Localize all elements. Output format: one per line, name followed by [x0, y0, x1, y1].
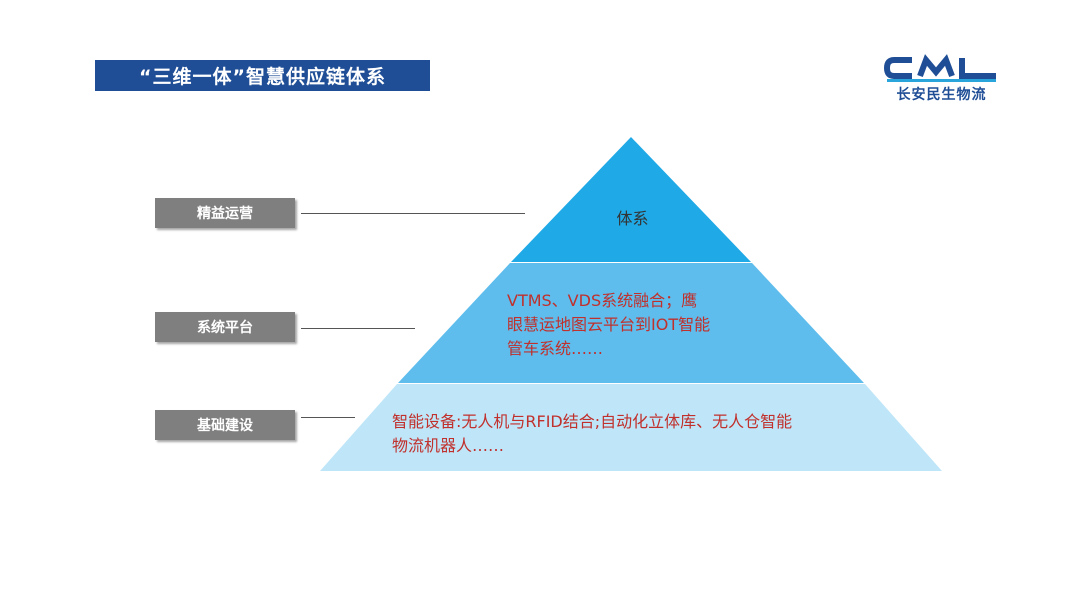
label-infrastructure: 基础建设 — [155, 410, 295, 440]
cml-logo-mark-icon — [884, 54, 996, 82]
tier-base-line: 智能设备:无人机与RFID结合;自动化立体库、无人仓智能 — [392, 412, 793, 431]
label-lean-operations: 精益运营 — [155, 198, 295, 228]
pyramid-tier-middle — [398, 263, 864, 383]
connector-line — [301, 213, 525, 214]
label-system-platform: 系统平台 — [155, 312, 295, 342]
tier-middle-line: 眼慧运地图云平台到IOT智能 — [507, 315, 711, 334]
tier-middle-line: 管车系统…… — [507, 339, 604, 358]
pyramid-tier-base — [320, 384, 942, 471]
tier-top-text: 体系 — [616, 209, 649, 228]
pyramid-tier-top — [511, 137, 751, 262]
tier-base-line: 物流机器人…… — [392, 436, 505, 455]
connector-line — [301, 417, 355, 418]
tier-middle-line: VTMS、VDS系统融合；鹰 — [507, 291, 698, 310]
company-name: 长安民生物流 — [896, 87, 987, 103]
connector-line — [301, 328, 415, 329]
tier-middle-text: VTMS、VDS系统融合；鹰 眼慧运地图云平台到IOT智能 管车系统…… — [507, 289, 752, 361]
company-logo: 长安民生物流 — [884, 54, 999, 103]
page-title: “三维一体”智慧供应链体系 — [95, 60, 430, 91]
tier-base-text: 智能设备:无人机与RFID结合;自动化立体库、无人仓智能 物流机器人…… — [392, 410, 872, 458]
